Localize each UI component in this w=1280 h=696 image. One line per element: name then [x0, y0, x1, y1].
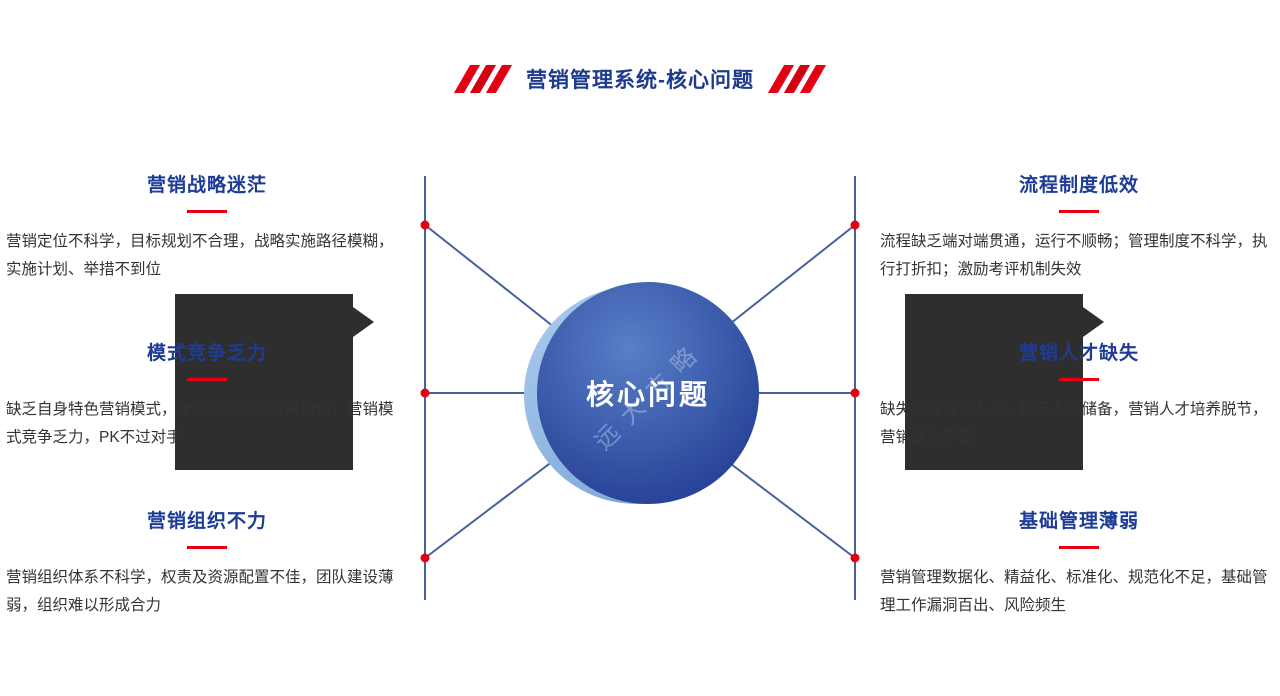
core-problem-sphere: 远大方略 核心问题 [524, 282, 760, 508]
core-problem-label: 核心问题 [585, 379, 710, 410]
red-underline [187, 210, 227, 213]
section-marketing-organization: 营销组织不力 营销组织体系不科学，权责及资源配置不佳，团队建设薄弱，组织难以形成… [2, 506, 412, 620]
junction-dot [850, 220, 860, 230]
section-body: 营销定位不科学，目标规划不合理，战略实施路径模糊，实施计划、举措不到位 [6, 233, 394, 278]
section-body: 营销管理数据化、精益化、标准化、规范化不足，基础管理工作漏洞百出、风险频生 [880, 569, 1268, 614]
red-underline [1059, 546, 1099, 549]
section-basic-management: 基础管理薄弱 营销管理数据化、精益化、标准化、规范化不足，基础管理工作漏洞百出、… [876, 506, 1280, 620]
section-body: 缺失关键营销人才，缺乏人才储备，营销人才培养脱节，营销能力不足 [880, 401, 1268, 446]
section-process-system: 流程制度低效 流程缺乏端对端贯通，运行不顺畅；管理制度不科学，执行打折扣；激励考… [876, 170, 1280, 284]
section-heading: 流程制度低效 [1018, 175, 1139, 196]
section-body: 营销组织体系不科学，权责及资源配置不佳，团队建设薄弱，组织难以形成合力 [6, 569, 394, 614]
section-marketing-strategy: 营销战略迷茫 营销定位不科学，目标规划不合理，战略实施路径模糊，实施计划、举措不… [2, 170, 412, 284]
red-underline [187, 546, 227, 549]
diagram-header: 营销管理系统-核心问题 [0, 64, 1280, 94]
sphere-body: 远大方略 核心问题 [537, 282, 759, 504]
speed-slashes-right-icon [767, 65, 827, 93]
dark-arrow-box-right [905, 294, 1104, 470]
red-underline [187, 378, 227, 381]
page-title: 营销管理系统-核心问题 [526, 69, 754, 92]
junction-dot [420, 553, 430, 563]
red-underline [1059, 378, 1099, 381]
section-heading: 营销组织不力 [146, 511, 267, 532]
junction-dot [850, 388, 860, 398]
junction-dot [420, 388, 430, 398]
section-body: 流程缺乏端对端贯通，运行不顺畅；管理制度不科学，执行打折扣；激励考评机制失效 [880, 233, 1268, 278]
section-marketing-talent: 营销人才缺失 缺失关键营销人才，缺乏人才储备，营销人才培养脱节，营销能力不足 [876, 338, 1280, 452]
section-body: 缺乏自身特色营销模式，难以高效创造客户价值，营销模式竞争乏力，PK不过对手 [6, 401, 394, 446]
section-heading: 模式竞争乏力 [146, 343, 267, 364]
section-heading: 营销战略迷茫 [146, 175, 267, 196]
junction-dot [420, 220, 430, 230]
section-heading: 营销人才缺失 [1018, 343, 1139, 364]
speed-slashes-left-icon [453, 65, 513, 93]
junction-dot [850, 553, 860, 563]
section-model-competition: 模式竞争乏力 缺乏自身特色营销模式，难以高效创造客户价值，营销模式竞争乏力，PK… [2, 338, 412, 452]
dark-arrow-box-left [175, 294, 374, 470]
section-heading: 基础管理薄弱 [1018, 511, 1139, 532]
red-underline [1059, 210, 1099, 213]
